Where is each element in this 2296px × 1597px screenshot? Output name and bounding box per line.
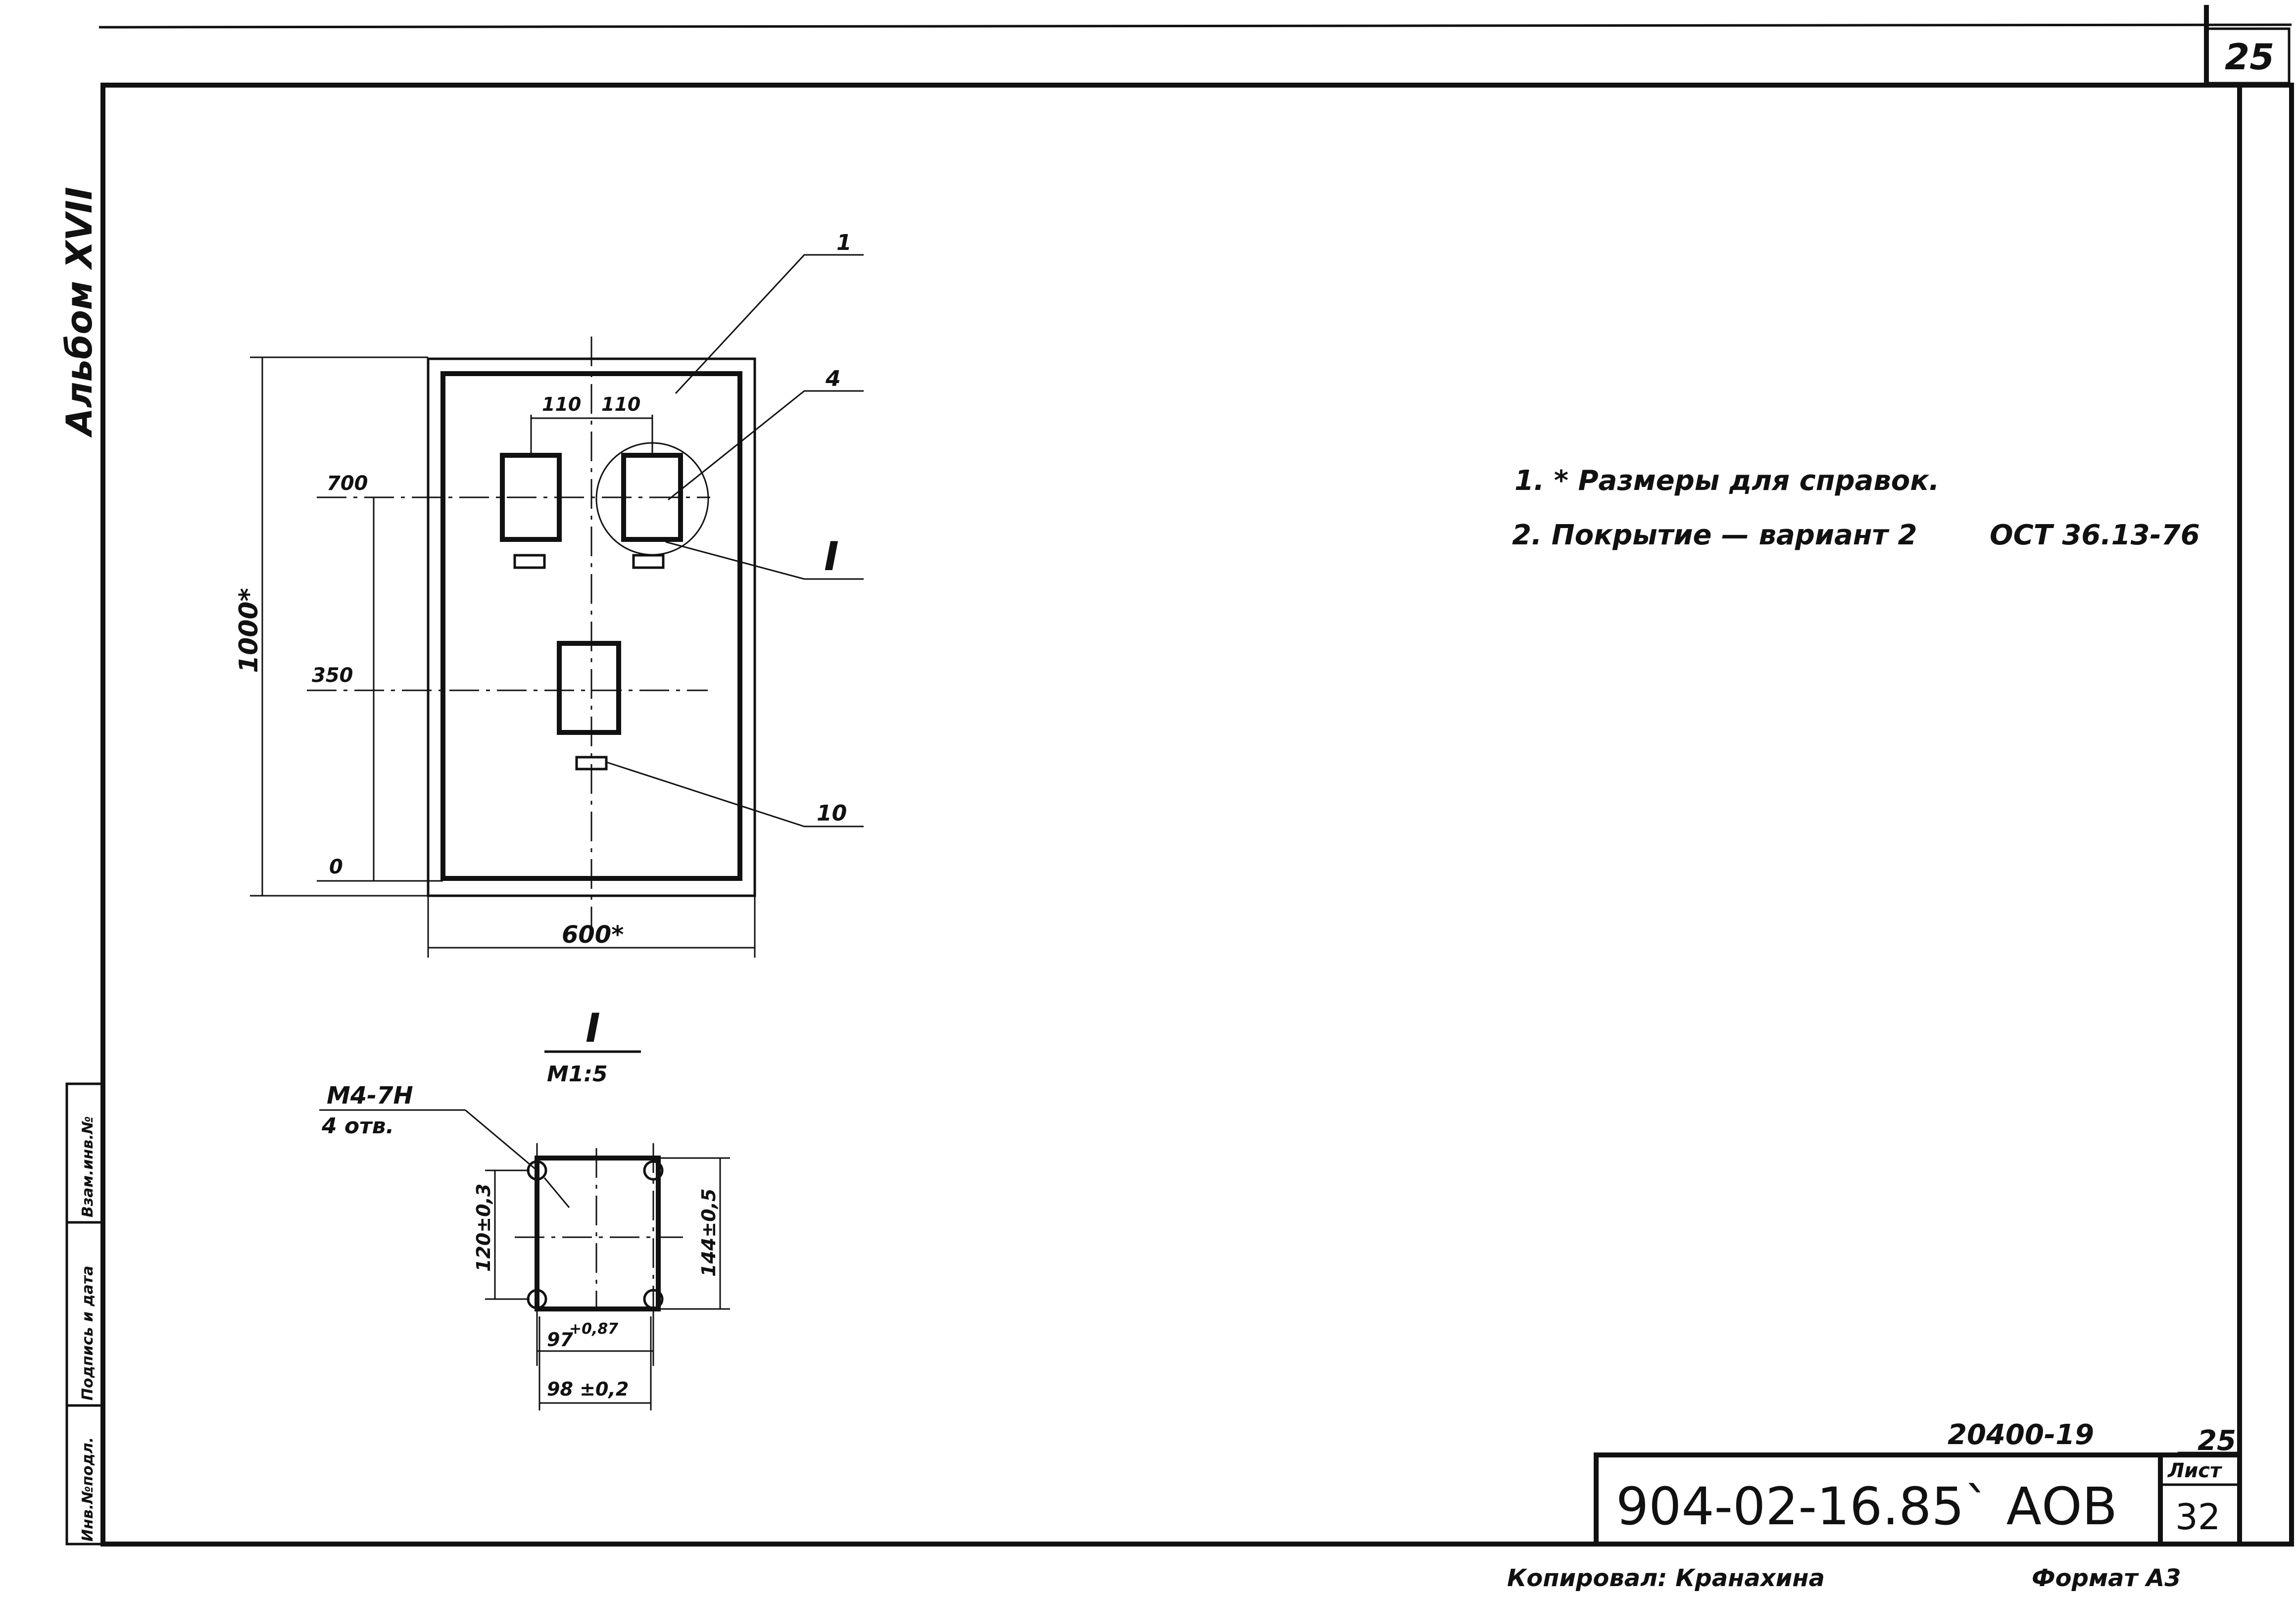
title-block: [1594, 1452, 2242, 1547]
note-2: 2. Покрытие — вариант 2: [1512, 519, 1917, 551]
width-dim-label: 600*: [562, 921, 624, 949]
top-sheet-number: 25: [2225, 36, 2274, 78]
callout-10: 10: [817, 801, 847, 826]
side-stamp-cell-inv: Инв.№подл.: [79, 1437, 97, 1542]
side-stamp-cell-signature: Подпись и дата: [79, 1266, 97, 1401]
title-ref-number: 20400-19: [1948, 1419, 2094, 1451]
title-sheet-word: Лист: [2167, 1459, 2223, 1482]
small-tab-bottom: [575, 756, 608, 771]
height-dim-label: 1000*: [234, 588, 264, 673]
section-marker-I: I: [824, 533, 839, 580]
detail-height-outer-label: 144±0,5: [698, 1189, 720, 1277]
spacing-left-label: 110: [542, 393, 581, 415]
side-stamp: [65, 1082, 104, 1546]
small-tab-left: [513, 554, 546, 569]
detail-scale: M1:5: [547, 1062, 608, 1087]
detail-width-dims: [536, 1309, 654, 1410]
note-2-standard: ОСТ 36.13-76: [1990, 519, 2200, 551]
spacing-dimension: [530, 415, 653, 455]
detail-title: I: [586, 1005, 600, 1051]
holes-label: 4 отв.: [321, 1113, 394, 1139]
title-sheet-label-top: 25: [2198, 1425, 2236, 1457]
footer-copied-by: Копировал: Кранахина: [1507, 1564, 1825, 1592]
thread-label: M4-7H: [327, 1082, 413, 1110]
detail-width-inner-label: 97: [547, 1329, 573, 1351]
detail-height-inner-label: 120±0,3: [473, 1184, 494, 1272]
leader-lines: [606, 254, 864, 827]
album-label: Альбом XVII: [58, 187, 100, 438]
sheet-frame: [98, 5, 2294, 1547]
level-0-label: 0: [329, 856, 343, 878]
small-tab-right: [632, 554, 665, 569]
thread-leader: [465, 1109, 537, 1171]
footer-format: Формат А3: [2032, 1564, 2181, 1592]
callout-1: 1: [836, 230, 852, 255]
detail-height-dims: [485, 1157, 730, 1310]
level-700-label: 700: [327, 472, 368, 495]
detail-width-inner-tol: +0,87: [569, 1320, 618, 1338]
side-stamp-cell-replace: Взам.инв.№: [79, 1116, 97, 1217]
title-sheet-number: 32: [2175, 1496, 2221, 1538]
note-1: 1. * Размеры для справок.: [1514, 465, 1940, 497]
level-dimension: [317, 497, 443, 882]
width-dimension: [427, 896, 756, 958]
title-designation: 904-02-16.85` АОВ: [1616, 1476, 2117, 1537]
spacing-right-label: 110: [601, 393, 640, 415]
detail-cutout: [515, 1143, 683, 1321]
level-350-label: 350: [312, 664, 353, 687]
callout-4: 4: [825, 366, 841, 391]
height-dimension: [250, 356, 428, 897]
detail-width-outer-label: 98 ±0,2: [547, 1378, 629, 1400]
cutout-center: [557, 641, 621, 735]
